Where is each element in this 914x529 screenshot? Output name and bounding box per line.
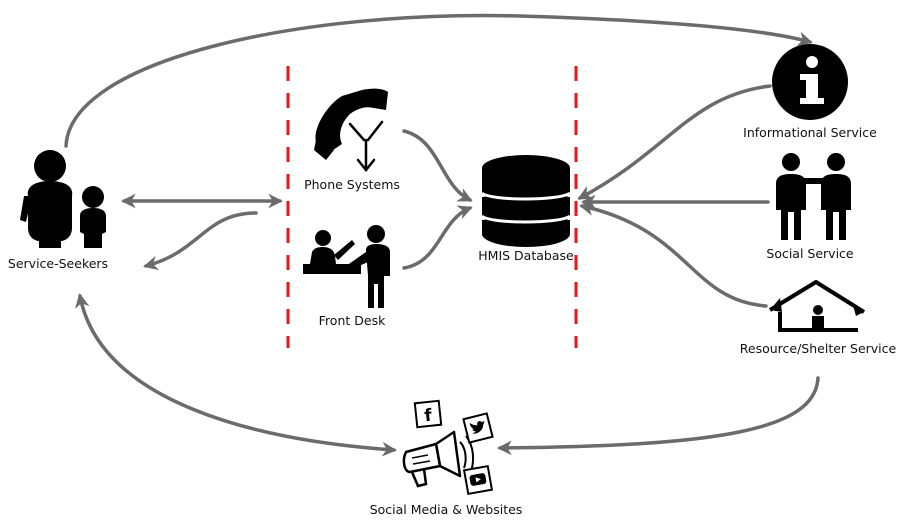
front-desk-label: Front Desk (318, 313, 386, 328)
family-icon (20, 150, 106, 248)
informational-service-label: Informational Service (743, 125, 877, 140)
arrow-info-to-database (577, 84, 772, 200)
shelter-icon (768, 280, 866, 332)
twitter-icon (462, 412, 494, 444)
arrow-frontdesk-to-seekers (143, 211, 258, 271)
svg-text:f: f (423, 406, 433, 427)
hmis-database-label: HMIS Database (478, 248, 574, 263)
service-seekers-label: Service-Seekers (7, 256, 109, 271)
database-icon (480, 155, 571, 247)
social-service-label: Social Service (766, 246, 854, 261)
megaphone-icon (402, 430, 475, 488)
info-icon (772, 44, 848, 120)
arrow-seekers-to-info (64, 13, 813, 148)
social-media-websites-label: Social Media & Websites (369, 502, 523, 517)
arrow-shelter-to-database (579, 201, 768, 308)
telephone-icon (314, 88, 388, 173)
arrow-phone-to-database (402, 129, 473, 202)
facebook-icon: f (413, 399, 443, 429)
resource-shelter-service-label: Resource/Shelter Service (739, 341, 897, 356)
arrow-seekers-social-media-bidirectional (75, 293, 397, 457)
arrow-shelter-to-social-media (497, 376, 820, 456)
youtube-icon (462, 464, 494, 496)
front-desk-icon (303, 225, 390, 308)
arrow-frontdesk-to-database (402, 205, 473, 270)
phone-systems-label: Phone Systems (304, 177, 400, 192)
people-icon (776, 153, 851, 240)
